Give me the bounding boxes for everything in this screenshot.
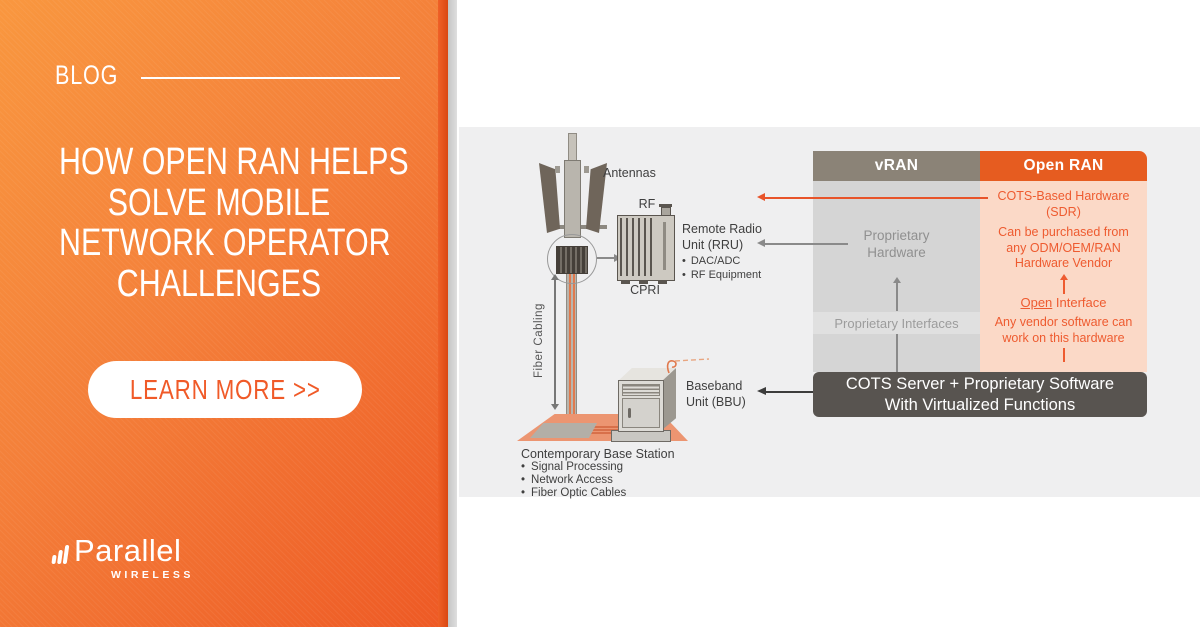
antenna-panel-left	[539, 163, 560, 233]
bbu-label-line-1: Baseband	[686, 379, 743, 393]
base-station-bullet: Fiber Optic Cables	[521, 487, 626, 500]
fiber-cable-line	[573, 272, 575, 431]
openran-connector-line	[1063, 348, 1065, 362]
cots-server-line-2: With Virtualized Functions	[884, 395, 1076, 414]
rru-bullet: RF Equipment	[682, 269, 762, 283]
junction-to-rru-arrow	[597, 257, 614, 259]
rru-unit-illustration	[617, 215, 675, 281]
eyebrow-divider	[141, 77, 400, 79]
rf-label: RF	[638, 197, 656, 211]
fiber-cable-line	[569, 272, 571, 431]
vran-header: vRAN	[813, 151, 980, 181]
antenna-mount-right	[584, 166, 589, 173]
openran-up-arrow	[1063, 279, 1065, 294]
cots-server-line-1: COTS Server + Proprietary Software	[845, 374, 1115, 393]
bbu-label-line-2: Unit (BBU)	[686, 395, 746, 409]
rru-connector-icon	[659, 204, 672, 207]
proprietary-to-rru-arrow	[765, 243, 848, 245]
logo-tagline: WIRELESS	[111, 569, 194, 581]
tower-pole	[566, 272, 577, 431]
fiber-arrow-head-top	[551, 274, 559, 280]
proprietary-to-rru-arrow-head	[757, 239, 765, 247]
proprietary-interfaces-label: Proprietary Interfaces	[813, 312, 980, 334]
vendor-software-note: Any vendor software can work on this har…	[994, 315, 1133, 345]
openran-up-arrow-head	[1060, 274, 1068, 280]
panel-edge-stripe	[438, 0, 448, 627]
antennas-label: Antennas	[603, 166, 656, 180]
bbu-cabinet-illustration	[618, 380, 664, 432]
rru-foot	[621, 280, 630, 284]
vran-connector-line	[896, 334, 898, 372]
cots-server-bar: COTS Server + Proprietary Software With …	[813, 372, 1147, 417]
server-to-bbu-arrow	[766, 391, 813, 393]
rru-heatsink-fins	[620, 218, 656, 276]
vran-openran-table: vRAN Open RAN Proprietary Hardware Propr…	[813, 151, 1147, 372]
left-promo-panel: BLOG HOW OPEN RAN HELPS SOLVE MOBILE NET…	[0, 0, 438, 627]
base-station-title: Contemporary Base Station	[521, 447, 675, 461]
eyebrow-label: BLOG	[55, 60, 119, 90]
page-title: HOW OPEN RAN HELPS SOLVE MOBILE NETWORK …	[59, 141, 409, 305]
openran-header: Open RAN	[980, 151, 1147, 181]
title-line-3: NETWORK OPERATOR	[59, 222, 391, 264]
rru-title-line-2: Unit (RRU)	[682, 237, 744, 252]
ground-cable	[577, 429, 619, 431]
antenna-mast	[564, 160, 581, 238]
base-station-bullet: Network Access	[521, 474, 626, 487]
vran-up-arrow-head	[893, 277, 901, 283]
cpri-label: CPRI	[630, 283, 660, 297]
purchase-note: Can be purchased from any ODM/OEM/RAN Ha…	[998, 225, 1129, 270]
bbu-coil-cable-icon	[666, 358, 710, 374]
rru-callout: Remote Radio Unit (RRU) DAC/ADC RF Equip…	[682, 222, 762, 282]
cots-to-rru-arrow	[765, 197, 988, 199]
rru-foot	[639, 280, 648, 284]
base-station-bullet-list: Signal Processing Network Access Fiber O…	[521, 461, 626, 501]
vran-column: Proprietary Hardware Proprietary Interfa…	[813, 181, 980, 372]
signal-bars-icon	[51, 545, 70, 564]
antenna-mount-left	[555, 166, 560, 173]
vran-up-arrow	[896, 282, 898, 311]
bbu-callout: Baseband Unit (BBU)	[686, 378, 746, 410]
parallel-wireless-logo: Parallel WIRELESS	[51, 533, 194, 581]
title-line-2: SOLVE MOBILE	[107, 181, 331, 224]
bbu-door	[622, 398, 660, 428]
ground-cable	[579, 432, 619, 434]
server-to-bbu-arrow-head	[757, 387, 766, 395]
cots-to-rru-arrow-head	[757, 193, 765, 201]
rru-foot	[658, 280, 667, 284]
openran-column: COTS-Based Hardware (SDR) Can be purchas…	[980, 181, 1147, 372]
rru-slot	[663, 222, 666, 270]
learn-more-label: LEARN MORE >>	[129, 373, 321, 405]
ground-cable	[575, 426, 619, 428]
openran-diagram: Antennas RF CPRI Remote Radio Unit (RRU)…	[459, 127, 1200, 499]
fiber-cabling-arrow	[554, 279, 556, 405]
panel-edge-shadow	[448, 0, 457, 627]
zoom-circle-outline	[547, 234, 597, 284]
bbu-door-handle	[628, 408, 631, 418]
fiber-cabling-label: Fiber Cabling	[533, 303, 545, 379]
rru-bullet: DAC/ADC	[682, 255, 762, 269]
bbu-top-face	[618, 368, 676, 381]
rru-bullet-list: DAC/ADC RF Equipment	[682, 255, 762, 282]
rru-title-line-1: Remote Radio	[682, 222, 762, 236]
proprietary-hardware-label: Proprietary Hardware	[863, 228, 930, 260]
base-station-bullet: Signal Processing	[521, 461, 626, 474]
concrete-pad	[530, 423, 597, 438]
bbu-side-face	[662, 368, 676, 430]
logo-name: Parallel	[74, 533, 182, 568]
title-line-1: HOW OPEN RAN HELPS	[59, 141, 409, 183]
fiber-arrow-head-bottom	[551, 404, 559, 410]
learn-more-button[interactable]: LEARN MORE >>	[88, 361, 362, 418]
bbu-vent-grille	[622, 384, 660, 396]
open-interface-label: Open Interface	[1020, 295, 1107, 310]
cots-hardware-label: COTS-Based Hardware (SDR)	[997, 189, 1130, 219]
title-line-4: CHALLENGES	[116, 262, 322, 305]
